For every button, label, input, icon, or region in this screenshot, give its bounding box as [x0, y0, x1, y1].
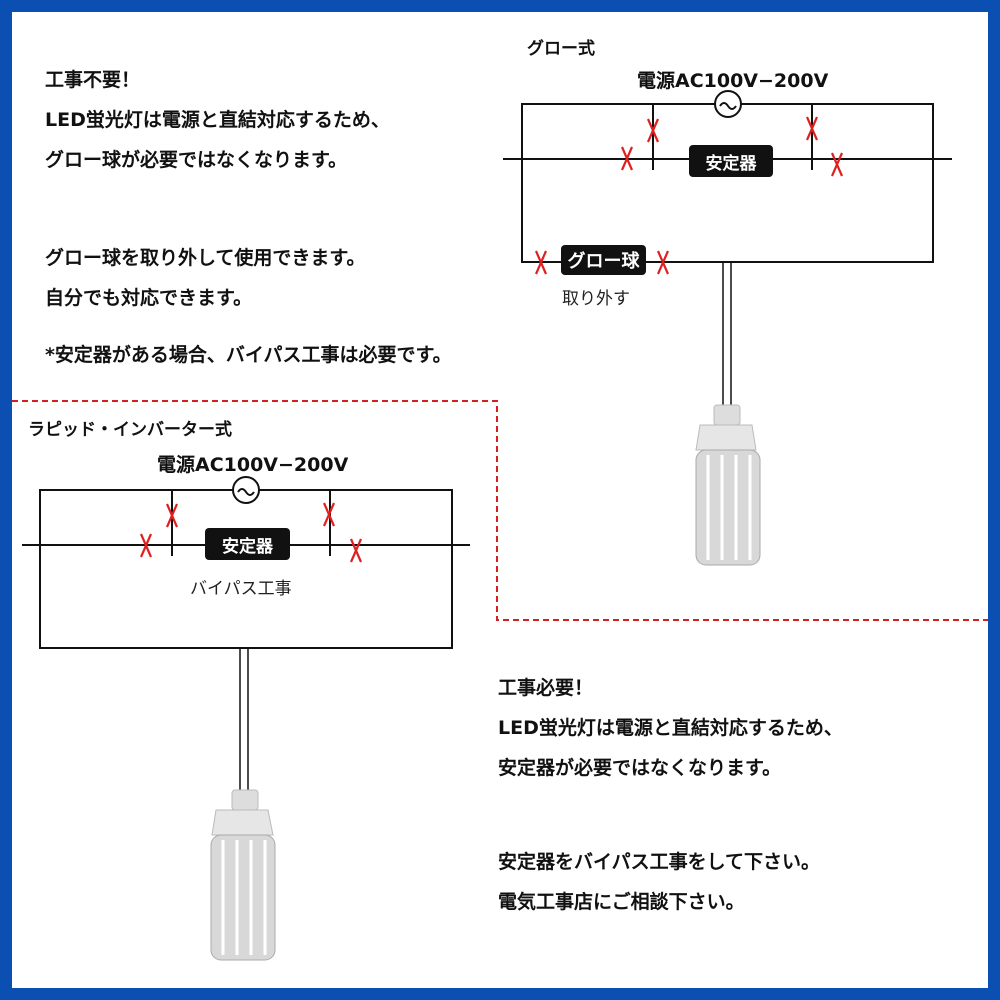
glow-bulb-box: グロー球 — [561, 245, 646, 275]
circuit-diagrams — [12, 90, 988, 961]
work-required-heading: 工事必要！ — [498, 677, 594, 699]
note-text: 電気工事店にご相談下さい。 — [498, 891, 745, 913]
canvas: 工事不要！ LED蛍光灯は電源と直結対応するため、 グロー球が必要ではなくなりま… — [12, 12, 988, 988]
power-label: 電源AC100V−200V — [157, 454, 349, 476]
rapid-circuit-loop — [39, 489, 453, 649]
rapid-title: ラピッド・インバーター式 — [28, 420, 232, 440]
divider-dashed-line — [12, 400, 988, 621]
remove-label: 取り外す — [562, 289, 630, 309]
ballast-box: 安定器 — [205, 528, 290, 560]
bypass-label: バイパス工事 — [190, 579, 292, 599]
no-work-heading: 工事不要！ — [45, 69, 141, 91]
cross-marks — [139, 116, 844, 563]
note-text: グロー球を取り外して使用できます。 — [45, 247, 366, 269]
note-text: 安定器をバイパス工事をして下さい。 — [498, 851, 821, 873]
note-text: グロー球が必要ではなくなります。 — [45, 149, 348, 171]
note-text: LED蛍光灯は電源と直結対応するため、 — [498, 717, 843, 739]
ballast-note: *安定器がある場合、バイパス工事は必要です。 — [45, 344, 452, 366]
note-text: 自分でも対応できます。 — [45, 287, 253, 309]
note-text: 安定器が必要ではなくなります。 — [498, 757, 782, 779]
glow-title: グロー式 — [527, 39, 595, 59]
note-text: LED蛍光灯は電源と直結対応するため、 — [45, 109, 390, 131]
power-label: 電源AC100V−200V — [637, 70, 829, 92]
ballast-box: 安定器 — [689, 145, 773, 177]
ac-source-icon — [232, 476, 260, 504]
led-lamp-icon — [695, 404, 761, 566]
led-lamp-icon — [210, 789, 276, 961]
glow-circuit-loop — [521, 103, 934, 263]
ac-source-icon — [714, 90, 742, 118]
